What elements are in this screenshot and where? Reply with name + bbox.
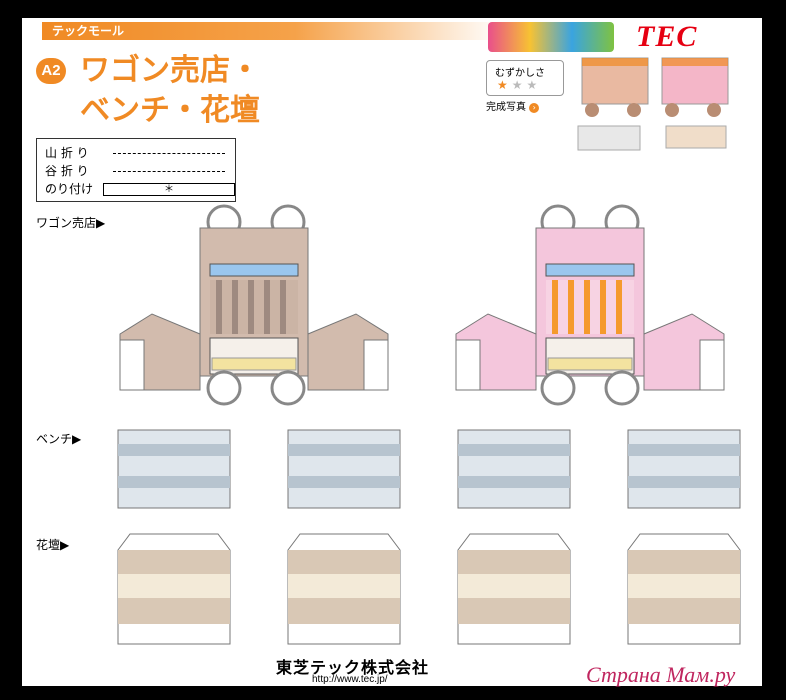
- difficulty-box: むずかしさ ★★★: [486, 60, 564, 96]
- valley-fold-line: [113, 171, 225, 172]
- glue-label: のり付け: [45, 182, 94, 196]
- flowerbed-cutout: [287, 533, 401, 645]
- flowerbed-cutouts: [117, 533, 741, 645]
- tec-logo: TEC: [636, 20, 698, 53]
- craft-sheet: テックモール A2 ワゴン売店・ ベンチ・花壇 山 折 り 谷 折 り のり付け…: [22, 18, 762, 686]
- site-watermark: Страна Мам.ру: [586, 662, 736, 687]
- difficulty-label: むずかしさ: [495, 68, 545, 79]
- bench-cutout: [117, 429, 231, 509]
- difficulty-stars: ★★★: [497, 78, 542, 92]
- page-title-line2: ベンチ・花壇: [80, 93, 260, 128]
- valley-fold-label: 谷 折 り: [45, 164, 89, 178]
- mountain-fold-line: [113, 153, 225, 154]
- glue-box: ＊: [103, 183, 235, 196]
- bench-cutouts: [117, 429, 741, 509]
- flowerbed-cutout: [627, 533, 741, 645]
- fold-legend: 山 折 り 谷 折 り のり付け ＊: [36, 138, 236, 202]
- arrow-right-icon: ›: [529, 103, 540, 113]
- wagon-cutout-pink: [455, 204, 725, 406]
- page-title-line1: ワゴン売店・: [80, 53, 260, 88]
- company-url[interactable]: http://www.tec.jp/: [312, 674, 388, 685]
- flowerbed-section-label: 花壇▶: [36, 538, 70, 552]
- bench-cutout: [457, 429, 571, 509]
- wagon-cutout-beige: [119, 204, 389, 406]
- bench-cutout: [287, 429, 401, 509]
- bench-section-label: ベンチ▶: [36, 432, 82, 446]
- completed-photo: [577, 57, 729, 151]
- model-badge: A2: [36, 58, 66, 84]
- flowerbed-cutout: [457, 533, 571, 645]
- flowerbed-cutout: [117, 533, 231, 645]
- mountain-fold-label: 山 折 り: [45, 146, 89, 160]
- photo-label: 完成写真 ›: [486, 98, 540, 113]
- wagon-section-label: ワゴン売店▶: [36, 216, 106, 230]
- bench-cutout: [627, 429, 741, 509]
- cutout-artwork: [117, 57, 741, 645]
- company-name: 東芝テック株式会社: [276, 658, 430, 677]
- category-tag: テックモール: [42, 22, 502, 40]
- kit-series-logo: [488, 22, 614, 52]
